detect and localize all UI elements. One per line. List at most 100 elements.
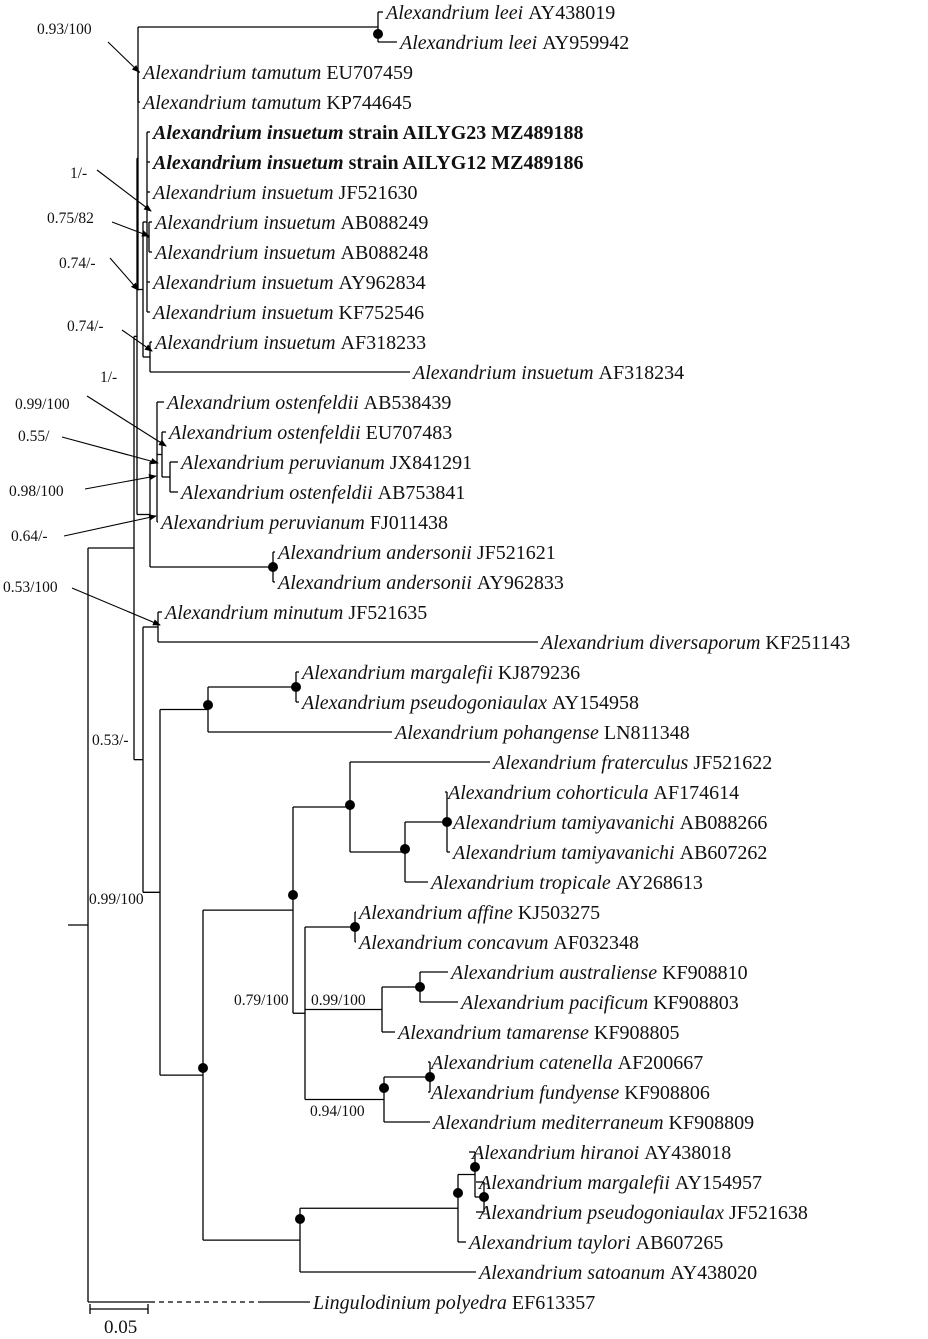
leaf-label-insAF234: Alexandrium insuetum AF318234 <box>411 362 684 384</box>
leaf-accession: KJ503275 <box>518 902 600 924</box>
leaf-accession: KF752546 <box>339 302 425 324</box>
support-labels: 0.93/1001/-0.75/820.74/-0.74/-1/-0.99/10… <box>3 21 366 1120</box>
support-value-s064: 0.64/- <box>11 528 48 545</box>
leaf-label-ausKF: Alexandrium australiense KF908810 <box>449 962 748 984</box>
support-value-s055: 0.55/ <box>18 428 50 445</box>
leaf-species: Alexandrium affine <box>357 902 518 924</box>
support-value-s099b: 0.99/100 <box>89 891 144 908</box>
leaf-species: Alexandrium satoanum <box>477 1262 670 1284</box>
leaf-accession: AY962834 <box>339 272 426 294</box>
leaf-accession: KF908805 <box>594 1022 680 1044</box>
leaf-species: Alexandrium mediterraneum <box>431 1112 669 1134</box>
support-value-s075: 0.75/82 <box>47 210 94 227</box>
leaf-label-ins23: Alexandrium insuetum strain AILYG23 MZ48… <box>151 122 583 144</box>
leaf-label-tayAB: Alexandrium taylori AB607265 <box>467 1232 723 1254</box>
leaf-accession: KF251143 <box>765 632 850 654</box>
support-value-s053b: 0.53/- <box>92 732 129 749</box>
leaf-accession: LN811348 <box>604 722 690 744</box>
support-value-s074b: 0.74/- <box>67 318 104 335</box>
support-arrows <box>61 41 167 626</box>
leaf-label-minJF: Alexandrium minutum JF521635 <box>163 602 427 624</box>
leaf-species: Alexandrium pacificum <box>459 992 653 1014</box>
leaf-accession: AY962833 <box>477 572 564 594</box>
leaf-label-catAF: Alexandrium catenella AF200667 <box>429 1052 703 1074</box>
leaf-species: Alexandrium insuetum <box>151 122 349 144</box>
support-arrow-9 <box>71 587 161 626</box>
leaf-accession: JF521635 <box>348 602 427 624</box>
leaf-label-insAY: Alexandrium insuetum AY962834 <box>151 272 426 294</box>
leaf-species: Alexandrium peruvianum <box>179 452 390 474</box>
leaf-species: Alexandrium peruvianum <box>159 512 370 534</box>
support-arrow-8 <box>63 514 157 537</box>
support-arrow-6 <box>61 436 159 465</box>
leaf-species: Alexandrium ostenfeldii <box>179 482 378 504</box>
leaf-species: Alexandrium tamiyavanichi <box>451 812 680 834</box>
node-dot-16 <box>198 1063 208 1073</box>
node-dot-11 <box>288 890 298 900</box>
leaf-label-conAF: Alexandrium concavum AF032348 <box>357 932 639 954</box>
leaf-accession: JX841291 <box>390 452 472 474</box>
leaf-label-ostEU: Alexandrium ostenfeldii EU707483 <box>167 422 452 444</box>
leaf-accession: AY438020 <box>670 1262 757 1284</box>
support-value-s079: 0.79/100 <box>234 992 289 1009</box>
leaf-species: Alexandrium hiranoi <box>470 1142 644 1164</box>
leaf-accession: AF318234 <box>599 362 685 384</box>
leaf-label-medKF: Alexandrium mediterraneum KF908809 <box>431 1112 754 1134</box>
leaf-label-cohAF: Alexandrium cohorticula AF174614 <box>446 782 739 804</box>
leaf-label-insAF233: Alexandrium insuetum AF318233 <box>153 332 426 354</box>
leaf-label-ost841: Alexandrium ostenfeldii AB753841 <box>179 482 465 504</box>
scale-bar: 0.05 <box>89 1304 149 1338</box>
node-dot-12 <box>470 1162 480 1172</box>
leaf-species: Alexandrium concavum <box>357 932 553 954</box>
leaf-species: Alexandrium ostenfeldii <box>167 422 366 444</box>
leaf-species: Alexandrium ostenfeldii <box>165 392 364 414</box>
leaf-accession: AY438019 <box>528 2 615 24</box>
support-value-s099: 0.99/100 <box>15 396 70 413</box>
leaf-label-tam2: Alexandrium tamutum KP744645 <box>141 92 412 114</box>
leaf-label-marAY: Alexandrium margalefii AY154957 <box>477 1172 762 1194</box>
leaf-label-pseAY: Alexandrium pseudogoniaulax AY154958 <box>300 692 639 714</box>
node-dot-15 <box>295 1214 305 1224</box>
leaf-label-ost439: Alexandrium ostenfeldii AB538439 <box>165 392 451 414</box>
leaf-species: Alexandrium insuetum <box>151 302 339 324</box>
leaf-accession: KP744645 <box>326 92 412 114</box>
leaf-accession: AF174614 <box>654 782 740 804</box>
leaf-accession: AF318233 <box>341 332 427 354</box>
leaf-accession: FJ011438 <box>370 512 448 534</box>
leaf-accession: JF521622 <box>693 752 772 774</box>
leaf-accession: AB088248 <box>341 242 429 264</box>
leaf-accession: AB607262 <box>680 842 768 864</box>
leaf-label-insAB248: Alexandrium insuetum AB088248 <box>153 242 428 264</box>
leaf-species: Alexandrium fundyense <box>429 1082 624 1104</box>
leaf-accession: KJ879236 <box>498 662 580 684</box>
leaf-accession: AB088266 <box>680 812 768 834</box>
leaf-species: Alexandrium tropicale <box>429 872 616 894</box>
leaf-label-satAY: Alexandrium satoanum AY438020 <box>477 1262 757 1284</box>
leaf-label-pohLN: Alexandrium pohangense LN811348 <box>393 722 690 744</box>
leaf-label-fraJF: Alexandrium fraterculus JF521622 <box>491 752 772 774</box>
support-arrow-5 <box>86 395 167 447</box>
tree-branches <box>68 11 538 1303</box>
node-dot-5 <box>400 844 410 854</box>
leaf-species: Alexandrium leei <box>384 2 528 24</box>
leaf-label-pacKF: Alexandrium pacificum KF908803 <box>459 992 739 1014</box>
leaf-species: Alexandrium insuetum <box>151 182 339 204</box>
node-dot-0 <box>373 29 383 39</box>
support-value-s074a: 0.74/- <box>59 255 96 272</box>
leaf-accession: EF613357 <box>512 1292 595 1314</box>
leaf-species: Alexandrium fraterculus <box>491 752 693 774</box>
leaf-species: Alexandrium insuetum <box>151 272 339 294</box>
leaf-species: Alexandrium cohorticula <box>446 782 654 804</box>
leaf-accession: AB607265 <box>636 1232 724 1254</box>
leaf-accession: KF908803 <box>653 992 739 1014</box>
leaf-species: Alexandrium tamarense <box>396 1022 594 1044</box>
support-arrow-1 <box>96 169 152 212</box>
node-dot-6 <box>345 800 355 810</box>
leaf-species: Alexandrium diversaporum <box>539 632 765 654</box>
leaf-accession: AY154958 <box>552 692 639 714</box>
node-dot-9 <box>425 1072 435 1082</box>
node-dot-3 <box>203 700 213 710</box>
leaf-accession: strain AILYG12 MZ489186 <box>349 152 584 174</box>
leaf-accession: JF521638 <box>729 1202 808 1224</box>
